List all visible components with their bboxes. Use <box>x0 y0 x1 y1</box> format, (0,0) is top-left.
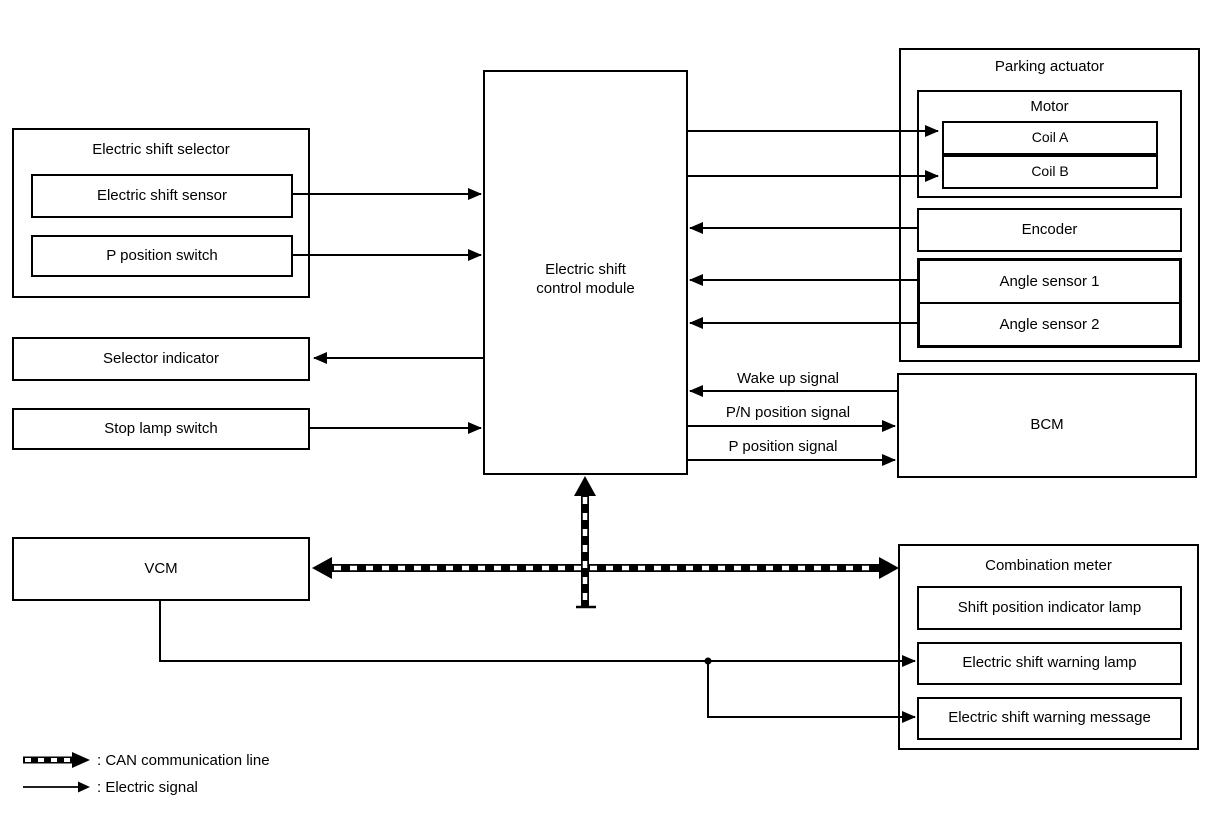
wake-up-signal-label: Wake up signal <box>737 370 839 387</box>
electric-shift-warning-message-box: Electric shift warning message <box>917 697 1182 740</box>
coil-b-box: Coil B <box>942 155 1158 189</box>
can-arrow-to-vcm <box>312 557 332 579</box>
parking-actuator-group: Parking actuator Motor Coil A Coil B Enc… <box>899 48 1200 362</box>
electric-shift-warning-lamp-box: Electric shift warning lamp <box>917 642 1182 685</box>
electric-shift-control-module-box: Electric shift control module <box>483 70 688 475</box>
shift-position-indicator-lamp-box: Shift position indicator lamp <box>917 586 1182 630</box>
legend-can-row: : CAN communication line <box>22 751 270 769</box>
motor-group: Motor Coil A Coil B <box>917 90 1182 198</box>
coil-a-box: Coil A <box>942 121 1158 155</box>
angle-sensor-2-box: Angle sensor 2 <box>920 302 1179 345</box>
can-arrow-to-module <box>574 476 596 496</box>
electric-shift-sensor-box: Electric shift sensor <box>31 174 293 218</box>
can-arrow-to-combination-meter <box>879 557 899 579</box>
angle-sensor-group: Angle sensor 1 Angle sensor 2 <box>917 258 1182 348</box>
legend-electric-label: : Electric signal <box>97 778 198 796</box>
legend-can-label: : CAN communication line <box>97 751 270 769</box>
parking-actuator-title: Parking actuator <box>994 58 1105 75</box>
combination-meter-title: Combination meter <box>985 557 1112 574</box>
vcm-box: VCM <box>12 537 310 601</box>
selector-indicator-box: Selector indicator <box>12 337 310 381</box>
combination-meter-group: Combination meter Shift position indicat… <box>898 544 1199 750</box>
electric-signal-symbol-icon <box>23 781 90 793</box>
angle-sensor-1-box: Angle sensor 1 <box>999 273 1100 290</box>
electric-shift-selector-title: Electric shift selector <box>92 141 230 158</box>
wire-vcm-to-warning-lamp <box>159 601 916 667</box>
electric-shift-selector-group: Electric shift selector Electric shift s… <box>12 128 310 298</box>
can-line-symbol-icon <box>23 752 90 768</box>
encoder-box: Encoder <box>917 208 1182 252</box>
wire-junction-dot <box>704 657 712 665</box>
motor-title: Motor <box>1030 98 1069 115</box>
wire-branch-to-warning-message <box>707 661 916 723</box>
p-position-switch-box: P position switch <box>31 235 293 277</box>
legend-electric-row: : Electric signal <box>22 778 198 796</box>
bcm-box: BCM <box>897 373 1197 478</box>
p-position-signal-label: P position signal <box>728 438 838 455</box>
stop-lamp-switch-box: Stop lamp switch <box>12 408 310 450</box>
pn-position-signal-label: P/N position signal <box>725 404 851 421</box>
